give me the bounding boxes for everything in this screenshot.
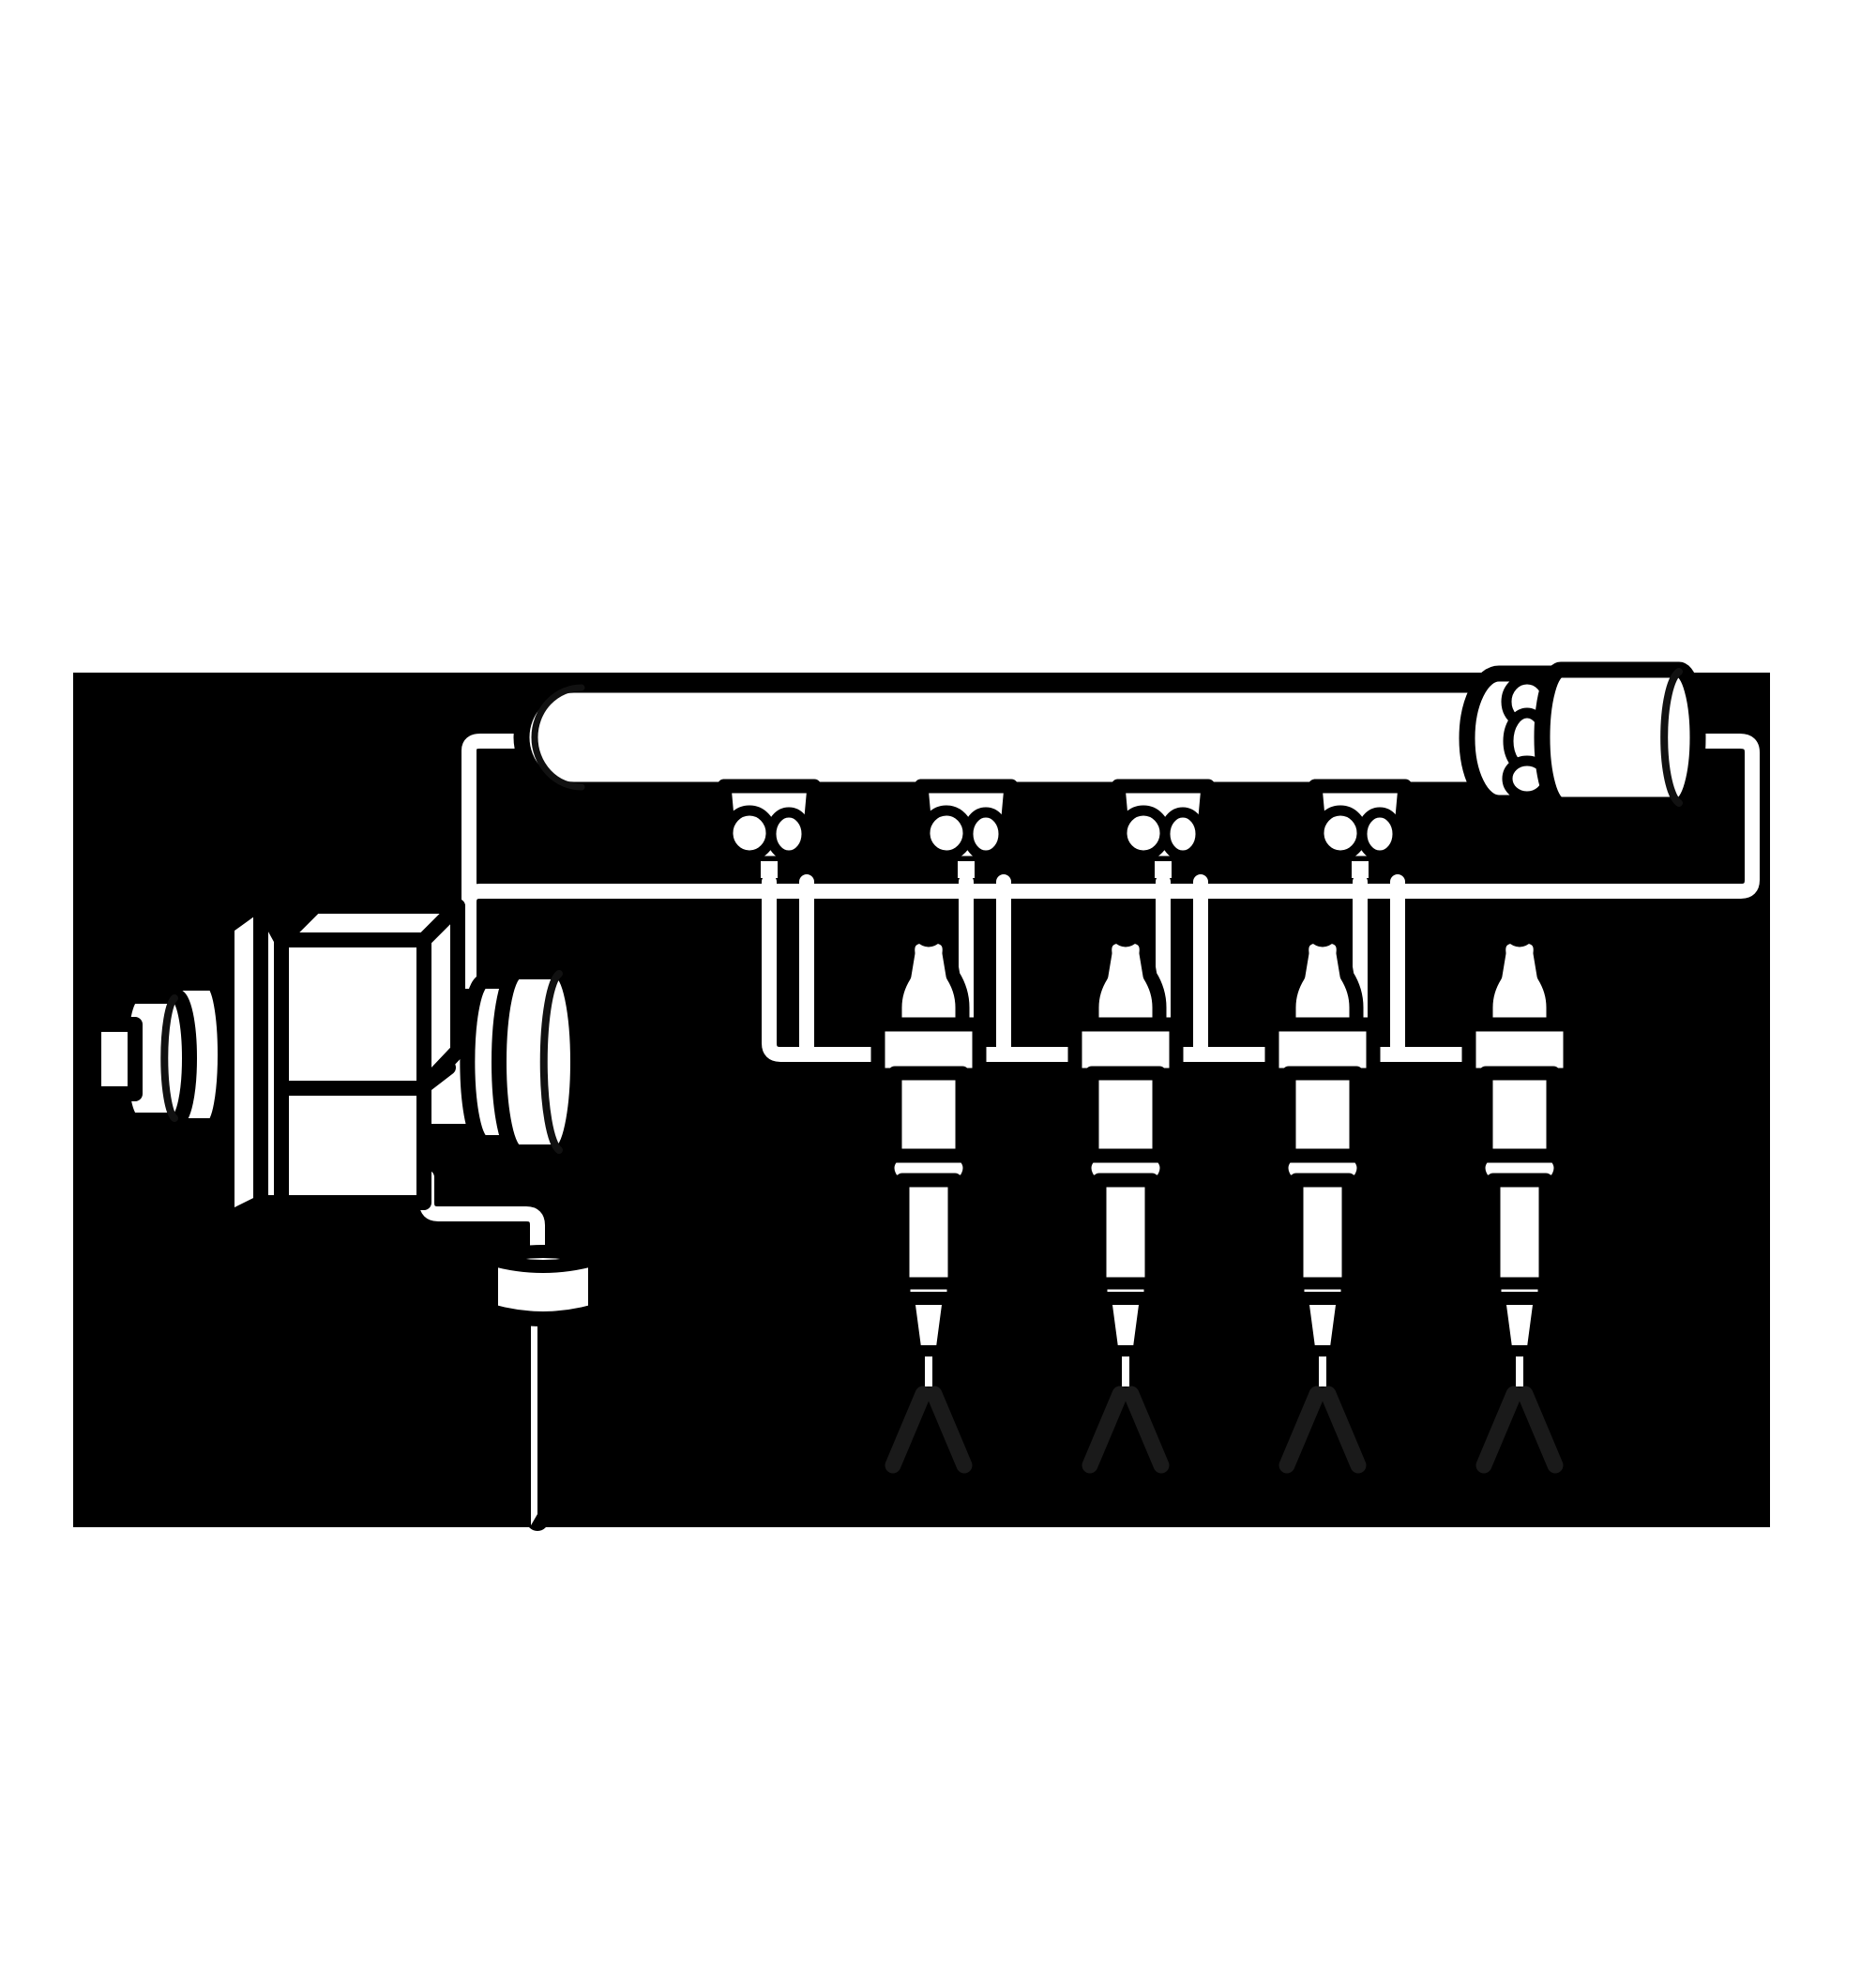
filter-top-ellipse (484, 1245, 602, 1273)
injector-mid-barrel (1092, 1173, 1159, 1293)
injector-upper-body (1084, 1066, 1167, 1167)
injector-spray-cone (1278, 1386, 1367, 1474)
injector-feed-line-1 (762, 874, 878, 1062)
fuel-injector (1264, 929, 1381, 1474)
rail-outlet-fitting (717, 779, 822, 878)
return-line (461, 734, 1760, 1021)
injector-nozzle (1308, 1345, 1338, 1398)
filter-outlet-line (531, 1272, 537, 1525)
injector-nozzle (1505, 1345, 1535, 1398)
pump-shaft-cap (86, 1017, 143, 1101)
pump-main-box (274, 932, 431, 1096)
fuel-rail (513, 661, 1706, 878)
rail-nose-seam (531, 684, 585, 791)
pump-boss-ring-seam (539, 970, 563, 1154)
fuel-injector (1461, 929, 1578, 1474)
injector-upper-body (887, 1066, 970, 1167)
injector-mid-barrel (1289, 1173, 1356, 1293)
injector-spray-cone (885, 1386, 973, 1474)
rail-outlet-fitting (1308, 779, 1413, 878)
injector-mid-barrel (1486, 1173, 1553, 1293)
high-pressure-pump (86, 895, 585, 1227)
injector-spray-cone (1475, 1386, 1564, 1474)
injector-solenoid-head (887, 929, 970, 1034)
filter-body (483, 1251, 603, 1326)
injector-solenoid-head (1281, 929, 1364, 1034)
pump-main-box-right-face (416, 899, 465, 1094)
injector-solenoid-head (1478, 929, 1561, 1034)
rail-outlet-fitting (1111, 779, 1216, 878)
injector-bank (870, 929, 1578, 1474)
supply-line (461, 734, 538, 1019)
fuel-injector (870, 929, 987, 1474)
pump-shaft-disc-seam (160, 994, 178, 1122)
injector-solenoid-head (1084, 929, 1167, 1034)
injector-upper-body (1281, 1066, 1364, 1167)
pump-flange-plate-side (253, 895, 289, 1210)
rail-outlet-fittings (717, 779, 1413, 878)
injector-spray-cone (1082, 1386, 1170, 1474)
injector-mid-barrel (895, 1173, 962, 1293)
rail-end-cap (1534, 661, 1706, 813)
pump-lower-box (274, 1079, 431, 1210)
rail-tube (513, 676, 1519, 798)
rail-outlet-fitting (914, 779, 1019, 878)
injector-nozzle (914, 1345, 944, 1398)
pump-boss-ring-2 (492, 964, 585, 1159)
injector-upper-body (1478, 1066, 1561, 1167)
filter-canister (483, 1245, 603, 1531)
rail-end-cap-seam (1660, 668, 1683, 807)
fuel-injector (1067, 929, 1184, 1474)
injector-nozzle (1111, 1345, 1141, 1398)
